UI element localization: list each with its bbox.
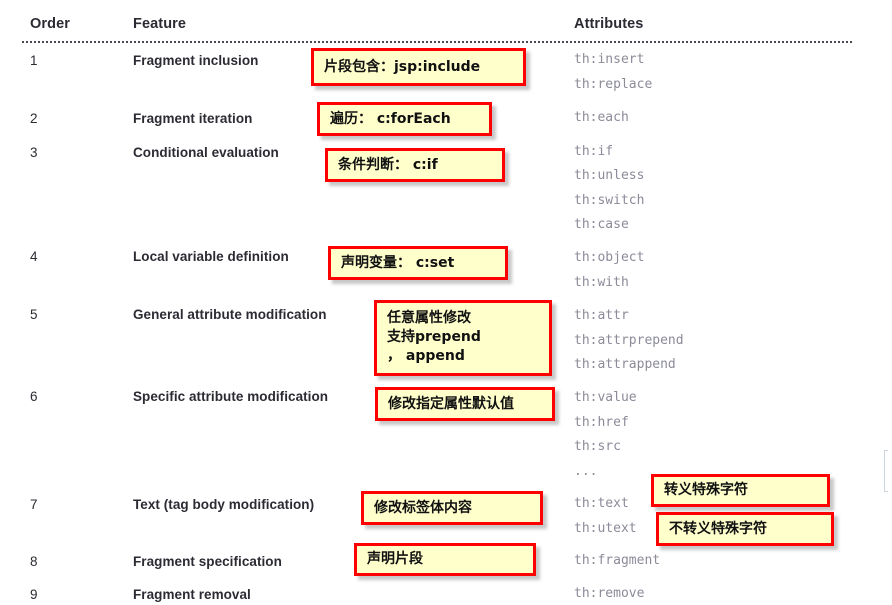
column-header-feature: Feature [133, 16, 187, 32]
callout-fragment-inclusion: 片段包含：jsp:include [311, 48, 526, 86]
table-row: 9 [30, 587, 38, 602]
callout-no-escape-special-chars: 不转义特殊字符 [656, 512, 834, 546]
table-row: Specific attribute modification [133, 389, 329, 404]
scrollbar-remnant[interactable] [884, 450, 888, 492]
attribute-item: th:each [574, 110, 629, 125]
callout-fragment-iteration: 遍历： c:forEach [317, 102, 492, 136]
attribute-item: th:insert [574, 52, 645, 67]
table-row: 1 [30, 53, 38, 68]
callout-local-variable: 声明变量： c:set [328, 246, 508, 280]
callout-conditional-evaluation: 条件判断： c:if [325, 148, 505, 182]
table-row: General attribute modification [133, 307, 327, 322]
callout-general-attribute: 任意属性修改 支持prepend ， append [374, 300, 552, 376]
attribute-item: th:remove [574, 586, 645, 601]
table-row: 3 [30, 145, 38, 160]
attribute-item: th:with [574, 275, 629, 290]
table-row: 6 [30, 389, 38, 404]
attribute-item: th:switch [574, 193, 645, 208]
table-row: Fragment inclusion [133, 53, 259, 68]
table-row: 5 [30, 307, 38, 322]
attribute-item: th:case [574, 217, 629, 232]
attribute-item: th:src [574, 439, 621, 454]
callout-escape-special-chars: 转义特殊字符 [651, 474, 830, 507]
attribute-item: th:attrprepend [574, 333, 684, 348]
table-row: Fragment removal [133, 587, 251, 602]
table-row: 8 [30, 554, 38, 569]
table-row: Conditional evaluation [133, 145, 279, 160]
attribute-item: th:attrappend [574, 357, 676, 372]
attribute-item: th:href [574, 415, 629, 430]
table-row: Text (tag body modification) [133, 497, 315, 512]
attribute-item: th:replace [574, 77, 653, 92]
attribute-item: th:utext [574, 521, 637, 536]
table-row: Local variable definition [133, 249, 289, 264]
attribute-item: th:unless [574, 168, 645, 183]
attribute-item: th:value [574, 390, 637, 405]
callout-specific-attribute: 修改指定属性默认值 [375, 387, 555, 421]
table-row: Fragment iteration [133, 111, 253, 126]
table-row: 2 [30, 111, 38, 126]
callout-fragment-specification: 声明片段 [354, 543, 536, 576]
attribute-item: th:text [574, 496, 629, 511]
header-divider [22, 41, 852, 43]
callout-text-body: 修改标签体内容 [361, 491, 543, 525]
attribute-item: th:object [574, 250, 645, 265]
table-row: 7 [30, 497, 38, 512]
table-row: Fragment specification [133, 554, 282, 569]
column-header-order: Order [30, 16, 70, 32]
column-header-attributes: Attributes [574, 16, 644, 32]
attribute-item: th:fragment [574, 553, 661, 568]
attribute-item: th:if [574, 144, 614, 159]
table-row: 4 [30, 249, 38, 264]
attribute-item: th:attr [574, 308, 629, 323]
attribute-item: ... [574, 464, 598, 479]
